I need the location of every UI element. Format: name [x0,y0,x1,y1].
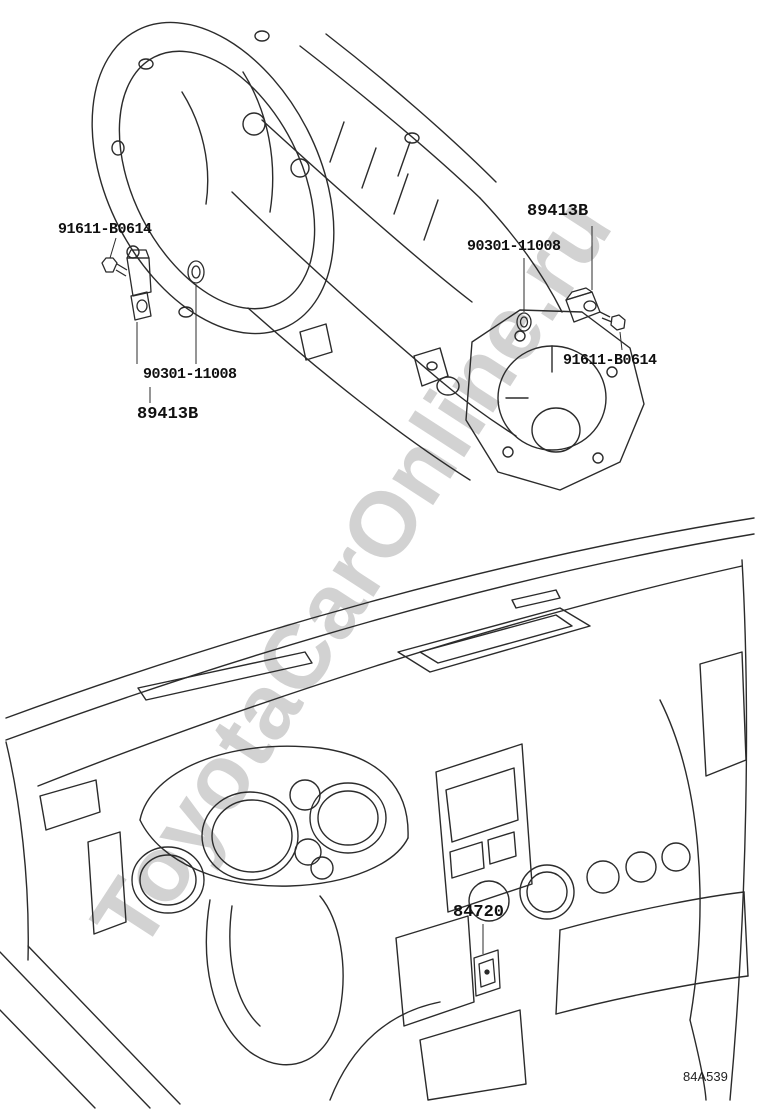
diagram-code: 84A539 [683,1069,728,1084]
oring-icon-right [516,312,532,332]
gauge-cluster [131,779,387,914]
switch-icon [473,949,501,997]
sensor-assembly-left [101,249,205,321]
part-label-right-sensor: 89413B [527,202,589,221]
bolt-icon-left [101,257,128,277]
watermark-text: ToyotaCarOnline.ru [72,181,631,966]
speed-sensor-icon-left [126,249,152,321]
part-label-dash-switch: 84720 [453,903,505,922]
oring-icon-left [187,260,205,284]
leader-lines [109,226,623,954]
part-label-left-bolt: 91611-B0614 [58,221,152,238]
hvac-knobs [468,842,691,922]
part-label-left-oring: 90301-11008 [143,366,237,383]
part-label-right-bolt: 91611-B0614 [563,352,657,369]
dashboard-drawing [0,517,755,1109]
bolt-icon-right [599,311,626,331]
transmission-drawing [91,21,645,491]
sensor-assembly-right [516,287,626,332]
part-label-left-sensor: 89413B [137,405,199,424]
part-label-right-oring: 90301-11008 [467,238,561,255]
